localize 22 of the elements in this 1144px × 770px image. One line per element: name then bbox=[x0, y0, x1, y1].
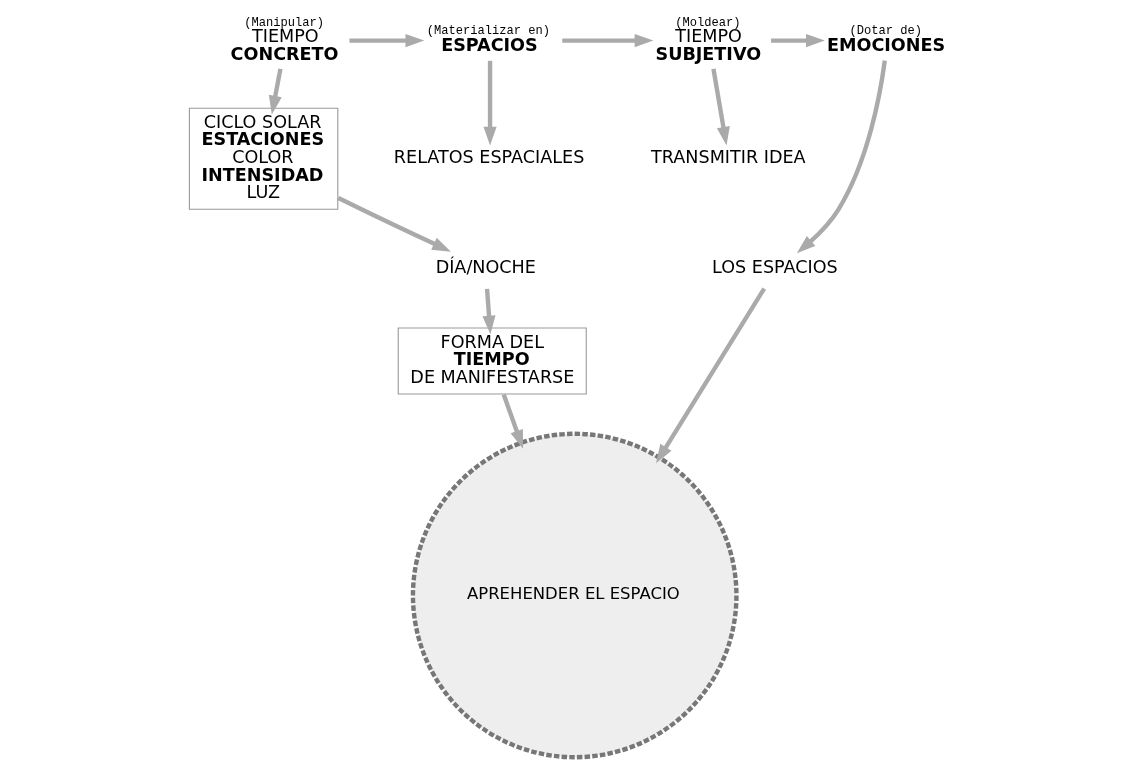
node-text: TRANSMITIR IDEA bbox=[650, 146, 806, 167]
arrow bbox=[481, 288, 496, 335]
arrow bbox=[501, 393, 523, 449]
node-text: (Dotar de) EMOCIONES bbox=[826, 24, 945, 55]
arrow bbox=[655, 287, 766, 464]
node-text: LOS ESPACIOS bbox=[711, 256, 838, 277]
arrow bbox=[268, 68, 283, 115]
arrow bbox=[336, 195, 451, 252]
node-text: DÍA/NOCHE bbox=[435, 256, 536, 277]
node-box: FORMA DEL TIEMPO DE MANIFESTARSE bbox=[397, 327, 587, 395]
arrow bbox=[796, 60, 887, 254]
node-circle: APREHENDER EL ESPACIO bbox=[410, 431, 739, 760]
node-text: (Moldear) TIEMPO SUBJETIVO bbox=[655, 15, 761, 64]
arrow bbox=[349, 34, 424, 48]
arrow bbox=[770, 34, 825, 48]
node-text: (Materializar en) ESPACIOS bbox=[426, 24, 550, 55]
arrow bbox=[483, 60, 497, 146]
arrow bbox=[561, 34, 653, 48]
node-text: RELATOS ESPACIALES bbox=[393, 146, 584, 167]
node-box: CICLO SOLAR ESTACIONES COLOR INTENSIDAD LUZ bbox=[188, 107, 338, 210]
node-text: (Manipular) TIEMPO CONCRETO bbox=[230, 15, 339, 64]
arrow bbox=[710, 68, 730, 146]
